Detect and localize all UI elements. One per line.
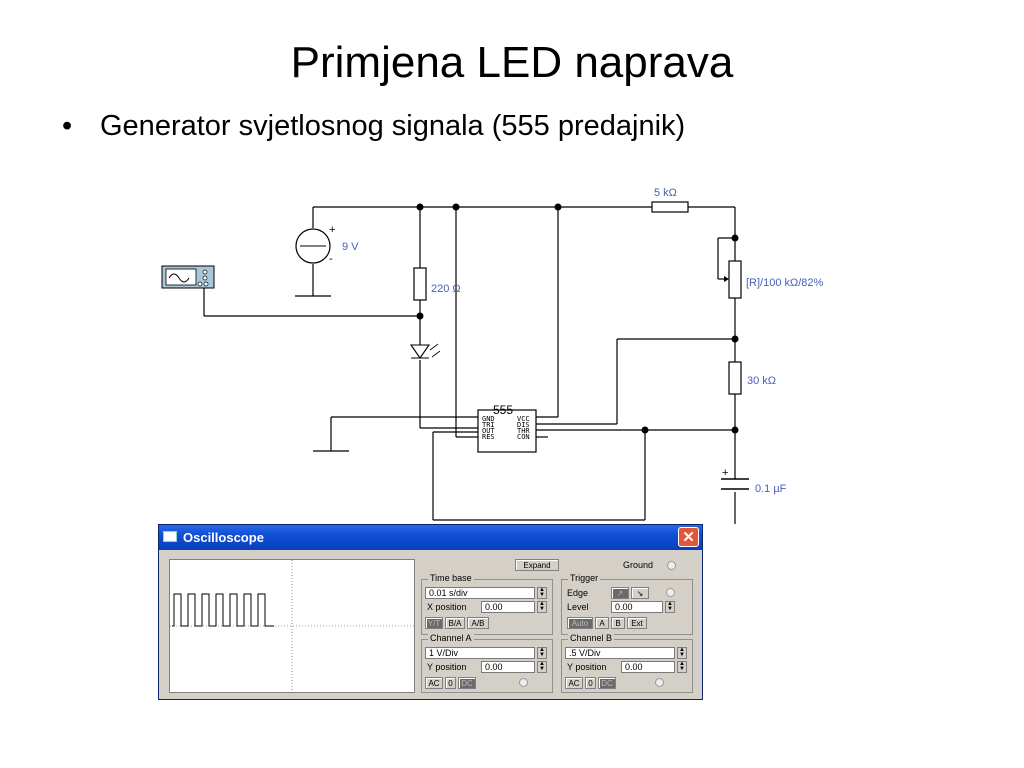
ic-555-label: 555	[493, 403, 513, 417]
channel-a-ac-button[interactable]: AC	[425, 677, 443, 689]
capacitor-plus: +	[722, 467, 728, 479]
channel-a-ypos-field[interactable]: 0.00	[481, 661, 535, 673]
potentiometer-label: [R]/100 kΩ/82%	[746, 277, 824, 289]
edge-rising-button[interactable]: ↗	[611, 587, 629, 599]
channel-b-ac-button[interactable]: AC	[565, 677, 583, 689]
ic-pin-dis: DIS	[517, 421, 530, 429]
channel-a-title: Channel A	[428, 633, 474, 643]
bullet-item: • Generator svjetlosnog signala (555 pred…	[62, 110, 685, 143]
level-label: Level	[567, 602, 589, 612]
ab-button[interactable]: A/B	[467, 617, 489, 629]
window-icon	[163, 531, 177, 542]
level-field[interactable]: 0.00	[611, 601, 663, 613]
channel-b-ypos-field[interactable]: 0.00	[621, 661, 675, 673]
circuit-schematic: + - 9 V 220 Ω 5 kΩ [R]/100 kΩ/82% 30 kΩ …	[161, 187, 824, 524]
trigger-title: Trigger	[568, 573, 601, 583]
trigger-terminal[interactable]	[666, 588, 675, 597]
battery-plus: +	[329, 224, 335, 236]
resistor-220-label: 220 Ω	[431, 283, 461, 295]
ic-pin-con: CON	[517, 433, 530, 441]
edge-falling-button[interactable]: ↘	[631, 587, 649, 599]
oscilloscope-window: Oscilloscope ✕ Expand Ground Time base 0…	[158, 524, 703, 700]
oscilloscope-instrument-icon[interactable]	[161, 265, 215, 289]
channel-a-terminal[interactable]	[519, 678, 528, 687]
channel-b-dc-button[interactable]: DC	[598, 677, 616, 689]
ic-pin-thr: THR	[517, 427, 530, 435]
timebase-field[interactable]: 0.01 s/div	[425, 587, 535, 599]
waveform-trace	[172, 593, 274, 627]
battery-minus: -	[329, 253, 333, 265]
channel-b-group: Channel B	[561, 633, 693, 693]
slide-title: Primjena LED naprava	[290, 38, 734, 87]
x-position-spinner[interactable]: ▲▼	[537, 601, 547, 613]
channel-a-scale-spinner[interactable]: ▲▼	[537, 647, 547, 659]
trigger-ext-button[interactable]: Ext	[627, 617, 647, 629]
channel-b-scale-field[interactable]: .5 V/Div	[565, 647, 675, 659]
level-spinner[interactable]: ▲▼	[665, 601, 675, 613]
channel-a-ypos-label: Y position	[427, 662, 467, 672]
trigger-group: Trigger	[561, 573, 693, 635]
channel-a-dc-button[interactable]: DC	[458, 677, 476, 689]
ground-label: Ground	[623, 560, 654, 570]
channel-b-scale-spinner[interactable]: ▲▼	[677, 647, 687, 659]
timebase-group: Time base	[421, 573, 553, 635]
ic-pin-vcc: VCC	[517, 415, 530, 423]
oscilloscope-display	[169, 559, 415, 693]
channel-b-zero-button[interactable]: 0	[585, 677, 596, 689]
capacitor-label: 0.1 µF	[755, 483, 787, 495]
channel-a-zero-button[interactable]: 0	[445, 677, 456, 689]
auto-button[interactable]: Auto	[567, 617, 593, 629]
channel-a-scale-field[interactable]: 1 V/Div	[425, 647, 535, 659]
ba-button[interactable]: B/A	[445, 617, 465, 629]
edge-label: Edge	[567, 588, 589, 598]
resistor-5k-label: 5 kΩ	[654, 187, 677, 199]
resistor-30k-label: 30 kΩ	[747, 375, 776, 387]
channel-b-ypos-spinner[interactable]: ▲▼	[677, 661, 687, 673]
expand-button[interactable]: Expand	[515, 559, 559, 571]
timebase-spinner[interactable]: ▲▼	[537, 587, 547, 599]
channel-b-ypos-label: Y position	[567, 662, 607, 672]
x-position-label: X position	[427, 602, 467, 612]
ic-pin-res: RES	[482, 433, 495, 441]
trigger-b-button[interactable]: B	[611, 617, 625, 629]
x-position-field[interactable]: 0.00	[481, 601, 535, 613]
channel-a-ypos-spinner[interactable]: ▲▼	[537, 661, 547, 673]
channel-b-terminal[interactable]	[655, 678, 664, 687]
ic-pin-gnd: GND	[482, 415, 495, 423]
timebase-title: Time base	[428, 573, 474, 583]
channel-a-group: Channel A	[421, 633, 553, 693]
trigger-a-button[interactable]: A	[595, 617, 609, 629]
ic-pin-out: OUT	[482, 427, 495, 435]
channel-b-title: Channel B	[568, 633, 615, 643]
oscilloscope-title: Oscilloscope	[183, 530, 264, 545]
bullet-text: Generator svjetlosnog signala (555 preda…	[100, 110, 686, 142]
oscilloscope-titlebar[interactable]: Oscilloscope ✕	[159, 525, 702, 550]
bullet-marker: •	[62, 110, 73, 142]
ground-terminal[interactable]	[667, 561, 676, 570]
close-button[interactable]: ✕	[678, 527, 699, 547]
battery-label: 9 V	[342, 241, 359, 253]
ic-pin-tri: TRI	[482, 421, 495, 429]
yt-button[interactable]: Y/T	[425, 617, 443, 629]
